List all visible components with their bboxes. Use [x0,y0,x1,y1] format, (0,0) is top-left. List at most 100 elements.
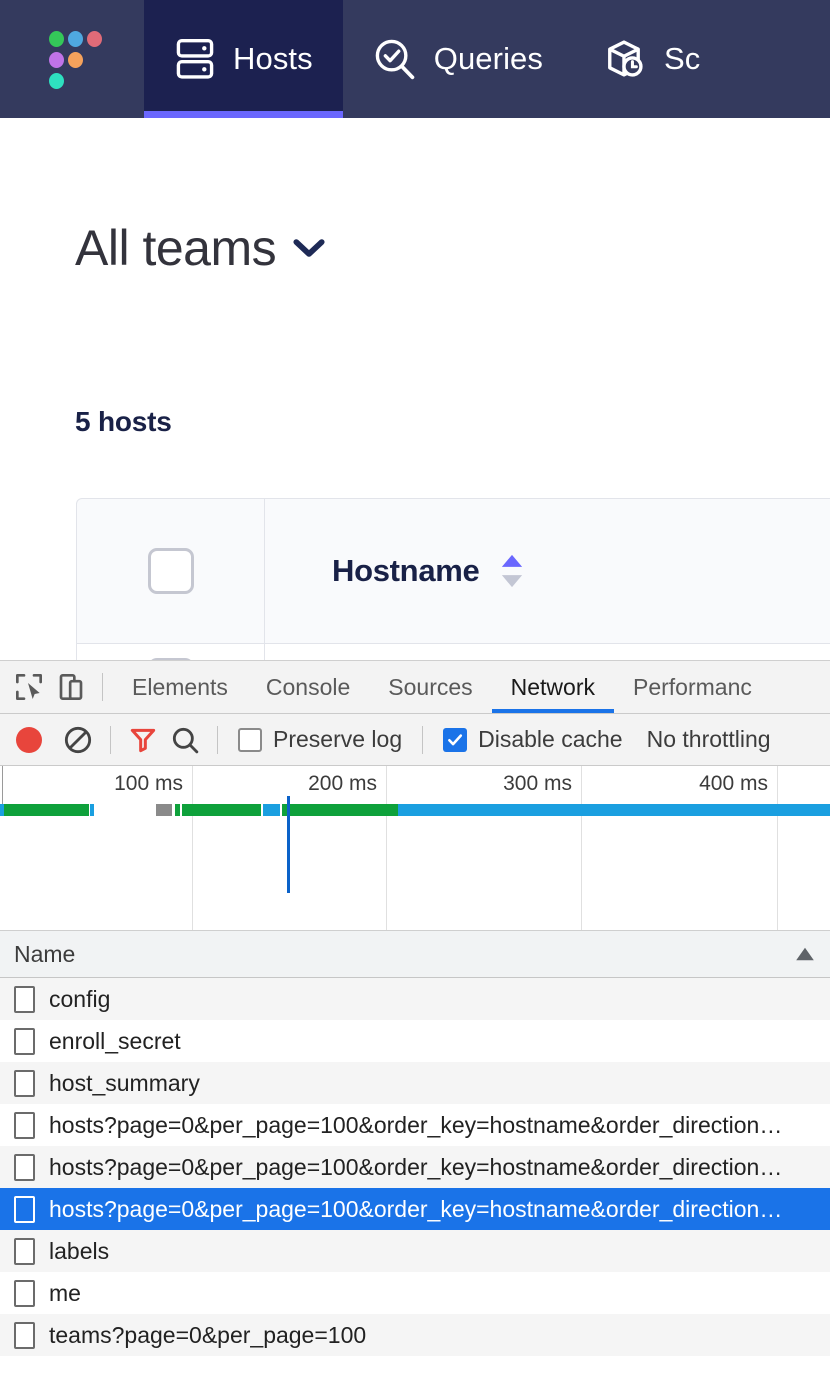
request-row[interactable]: host_summary [0,1062,830,1104]
document-icon [14,1237,35,1265]
tab-label: Performanc [633,673,752,700]
preserve-log-label: Preserve log [273,726,403,752]
tab-console[interactable]: Console [247,661,369,713]
row-select-cell[interactable] [77,644,265,660]
request-row[interactable]: hosts?page=0&per_page=100&order_key=host… [0,1146,830,1188]
request-name: hosts?page=0&per_page=100&order_key=host… [49,1153,783,1180]
timeline-bars [0,804,830,816]
request-row[interactable]: hosts?page=0&per_page=100&order_key=host… [0,1104,830,1146]
timeline-playhead[interactable] [287,796,290,893]
fleet-logo[interactable] [0,0,144,118]
hosts-table-row[interactable] [77,643,830,660]
tab-sources[interactable]: Sources [369,661,491,713]
timeline-tick [581,766,582,930]
record-button[interactable] [16,726,42,753]
timeline-tick [192,766,193,930]
request-row[interactable]: teams?page=0&per_page=100 [0,1314,830,1356]
tab-label: Network [510,673,595,700]
toolbar-divider [422,725,424,754]
network-toolbar: Preserve log Disable cache No throttling [0,714,830,766]
checkbox-box [238,727,262,752]
tab-elements[interactable]: Elements [113,661,247,713]
timeline-tick [2,766,3,804]
nav-item-schedule[interactable]: Sc [573,0,730,118]
hosts-table: Hostname [76,498,830,660]
tab-label: Elements [132,673,228,700]
request-name: hosts?page=0&per_page=100&order_key=host… [49,1111,783,1138]
hosts-table-header-row: Hostname [77,499,830,643]
document-icon [14,1153,35,1181]
team-selector[interactable]: All teams [75,223,326,273]
nav-item-queries[interactable]: Queries [343,0,573,118]
select-all-checkbox[interactable] [147,548,194,594]
select-all-cell[interactable] [77,499,265,643]
row-hostname-cell [265,644,830,660]
request-row[interactable]: labels [0,1230,830,1272]
disable-cache-label: Disable cache [478,726,623,752]
document-icon [14,985,35,1013]
timeline-tick-label: 300 ms [503,772,572,795]
toolbar-divider [217,725,218,754]
hosts-count: 5 hosts [75,406,172,437]
document-icon [14,1111,35,1139]
tab-network[interactable]: Network [491,661,615,713]
inspect-element-icon[interactable] [8,666,50,708]
tab-label: Console [265,673,351,700]
tab-performance[interactable]: Performanc [614,661,771,713]
timeline-segment [282,804,398,816]
request-list-header[interactable]: Name [0,931,830,978]
nav-item-label: Sc [664,41,701,76]
schedule-box-clock-icon [608,40,643,77]
throttling-select[interactable]: No throttling [646,726,771,752]
timeline-segment [175,804,180,816]
checkbox-box-checked [443,727,468,752]
timeline-segment [4,804,89,816]
devtools-tabbar: Elements Console Sources Network Perform… [0,661,830,714]
toolbar-divider [110,725,111,754]
request-name: me [49,1279,81,1306]
request-name: host_summary [49,1069,200,1096]
chevron-down-icon [293,239,325,257]
clear-button[interactable] [58,720,98,760]
hostname-column-label: Hostname [332,553,480,588]
timeline-segment [0,804,4,816]
document-icon [14,1195,35,1223]
document-icon [14,1279,35,1307]
hosts-page: All teams 5 hosts Hostname [0,118,830,660]
logo-dot-green [49,31,64,47]
queries-magnifier-check-icon [375,39,415,80]
request-name: config [49,985,111,1012]
timeline-tick-label: 200 ms [308,772,377,795]
nav-item-label: Queries [433,41,543,76]
request-name: teams?page=0&per_page=100 [49,1321,367,1348]
search-icon[interactable] [165,720,205,760]
request-row[interactable]: hosts?page=0&per_page=100&order_key=host… [0,1188,830,1230]
timeline-segment [398,804,830,816]
request-row[interactable]: me [0,1272,830,1314]
disable-cache-checkbox[interactable]: Disable cache [435,726,630,753]
request-row[interactable]: enroll_secret [0,1020,830,1062]
request-rows: config enroll_secret host_summary hosts?pag… [0,978,830,1356]
toolbar-divider [102,673,103,701]
hostname-column-header[interactable]: Hostname [265,499,830,643]
timeline-segment [156,804,172,816]
nav-item-hosts[interactable]: Hosts [144,0,343,118]
timeline-tick [386,766,387,930]
sort-arrows-icon[interactable] [497,552,527,590]
device-toolbar-icon[interactable] [50,666,92,708]
timeline-segment [263,804,280,816]
timeline-segment [182,804,261,816]
timeline-tick [777,766,778,930]
sort-asc-triangle-icon[interactable] [794,946,816,962]
team-selector-label: All teams [75,220,277,276]
request-name: enroll_secret [49,1027,181,1054]
preserve-log-checkbox[interactable]: Preserve log [230,726,410,753]
request-row[interactable]: config [0,978,830,1020]
logo-dot-blue [68,31,83,47]
logo-dot-teal [49,73,64,89]
filter-funnel-icon[interactable] [123,720,163,760]
